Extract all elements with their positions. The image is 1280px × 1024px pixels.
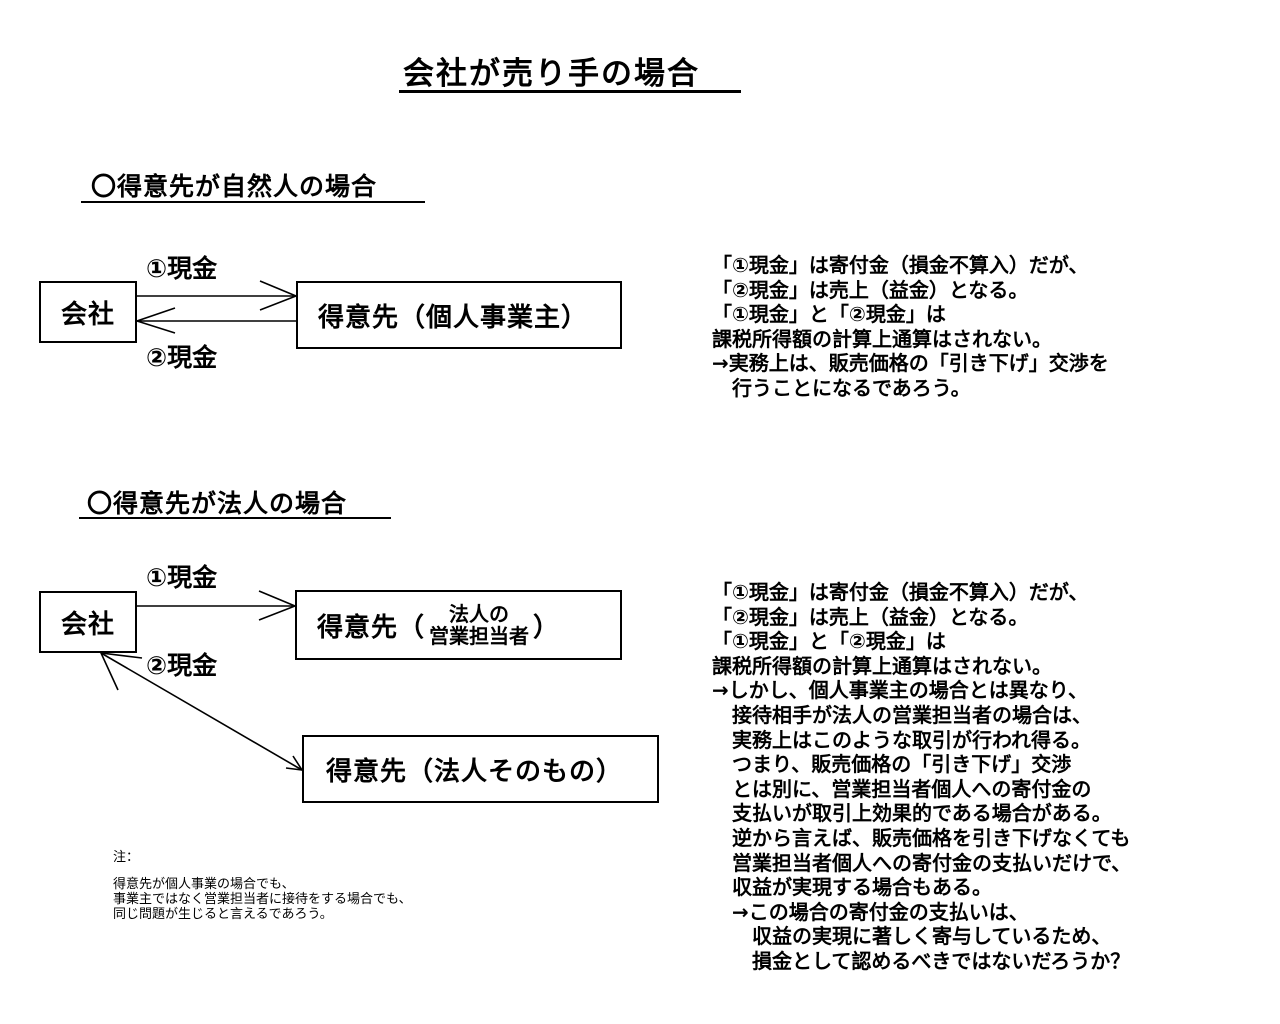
employee-label-line2: 営業担当者 — [429, 624, 530, 648]
note-line: 「①現金」と「②現金」は — [712, 629, 946, 654]
section2-flow2-label: ②現金 — [146, 651, 218, 680]
note-line: 損金として認めるべきではないだろうか？ — [712, 948, 1131, 973]
note-line: 行うことになるであろう。 — [712, 375, 971, 400]
note-line: 収益が実現する場合もある。 — [712, 875, 992, 900]
note-line: とは別に、営業担当者個人への寄付金の — [712, 776, 1092, 801]
section1-company-box: 会社 — [39, 281, 137, 343]
section2-employee-label: 得意先（ 法人の 営業担当者 ） — [317, 603, 560, 647]
footnote: 注： 得意先が個人事業の場合でも、 事業主ではなく営業担当者に接待をする場合でも… — [113, 850, 412, 922]
footnote-line: 同じ問題が生じると言えるであろう。 — [113, 907, 333, 922]
note-line: 接待相手が法人の営業担当者の場合は、 — [712, 702, 1092, 727]
employee-label-suffix: ） — [533, 612, 561, 643]
note-line: 収益の実現に著しく寄与しているため、 — [712, 924, 1112, 949]
section1-flow1-label: ①現金 — [146, 254, 218, 283]
note-line: 「①現金」は寄付金（損金不算入）だが、 — [712, 580, 1089, 604]
note-line: 「②現金」は売上（益金）となる。 — [712, 277, 1029, 302]
s1-arrow-cash2-head — [134, 307, 176, 334]
s2-arrow-cash2-line — [100, 652, 303, 771]
section2-employee-box: 得意先（ 法人の 営業担当者 ） — [295, 590, 622, 660]
page-title: 会社が売り手の場合 — [403, 56, 700, 92]
note-line: →この場合の寄付金の支払いは、 — [712, 899, 1029, 924]
note-line: 「①現金」は寄付金（損金不算入）だが、 — [712, 253, 1089, 277]
note-line: 「②現金」は売上（益金）となる。 — [712, 604, 1029, 629]
note-line: 課税所得額の計算上通算はされない。 — [712, 326, 1052, 351]
section1-customer-box: 得意先（個人事業主） — [296, 281, 622, 349]
section2-flow1-label: ①現金 — [146, 563, 218, 592]
s2-arrow-cash2-head — [99, 652, 143, 691]
footnote-line: 得意先が個人事業の場合でも、 — [113, 877, 295, 892]
footnote-line: 事業主ではなく営業担当者に接待をする場合でも、 — [113, 892, 412, 907]
section2-company-box: 会社 — [39, 591, 137, 653]
note-line: 「①現金」と「②現金」は — [712, 302, 946, 327]
title-underline — [399, 90, 741, 93]
employee-label-prefix: 得意先（ — [317, 612, 426, 643]
section2-company-label: 会社 — [60, 609, 115, 640]
section1-flow2-label: ②現金 — [146, 343, 218, 372]
note-line: 営業担当者個人への寄付金の支払いだけで、 — [712, 850, 1132, 875]
section1-customer-label: 得意先（個人事業主） — [318, 302, 589, 333]
note-line: 逆から言えば、販売価格を引き下げなくても — [712, 825, 1131, 850]
footnote-label: 注： — [113, 850, 140, 865]
note-line: つまり、販売価格の「引き下げ」交渉 — [712, 752, 1072, 777]
section1-company-label: 会社 — [60, 299, 115, 330]
section1-heading: 〇得意先が自然人の場合 — [91, 172, 378, 201]
section2-corporation-label: 得意先（法人そのもの） — [326, 756, 624, 787]
employee-label-line1: 法人の — [449, 602, 510, 626]
note-line: 課税所得額の計算上通算はされない。 — [712, 653, 1052, 678]
section2-note: 「①現金」は寄付金（損金不算入）だが、 「②現金」は売上（益金）となる。 「①現… — [712, 580, 1131, 974]
section1-note: 「①現金」は寄付金（損金不算入）だが、 「②現金」は売上（益金）となる。 「①現… — [712, 253, 1109, 401]
section2-underline — [79, 517, 391, 519]
section2-heading: 〇得意先が法人の場合 — [87, 489, 348, 518]
note-line: 支払いが取引上効果的である場合がある。 — [712, 801, 1112, 826]
note-line: 実務上はこのような取引が行われ得る。 — [712, 727, 1091, 752]
note-line: →実務上は、販売価格の「引き下げ」交渉を — [712, 351, 1109, 376]
note-line: →しかし、個人事業主の場合とは異なり、 — [712, 678, 1088, 703]
section2-corporation-box: 得意先（法人そのもの） — [302, 735, 659, 803]
section1-underline — [81, 201, 425, 203]
employee-label-stack: 法人の 営業担当者 — [429, 603, 529, 647]
